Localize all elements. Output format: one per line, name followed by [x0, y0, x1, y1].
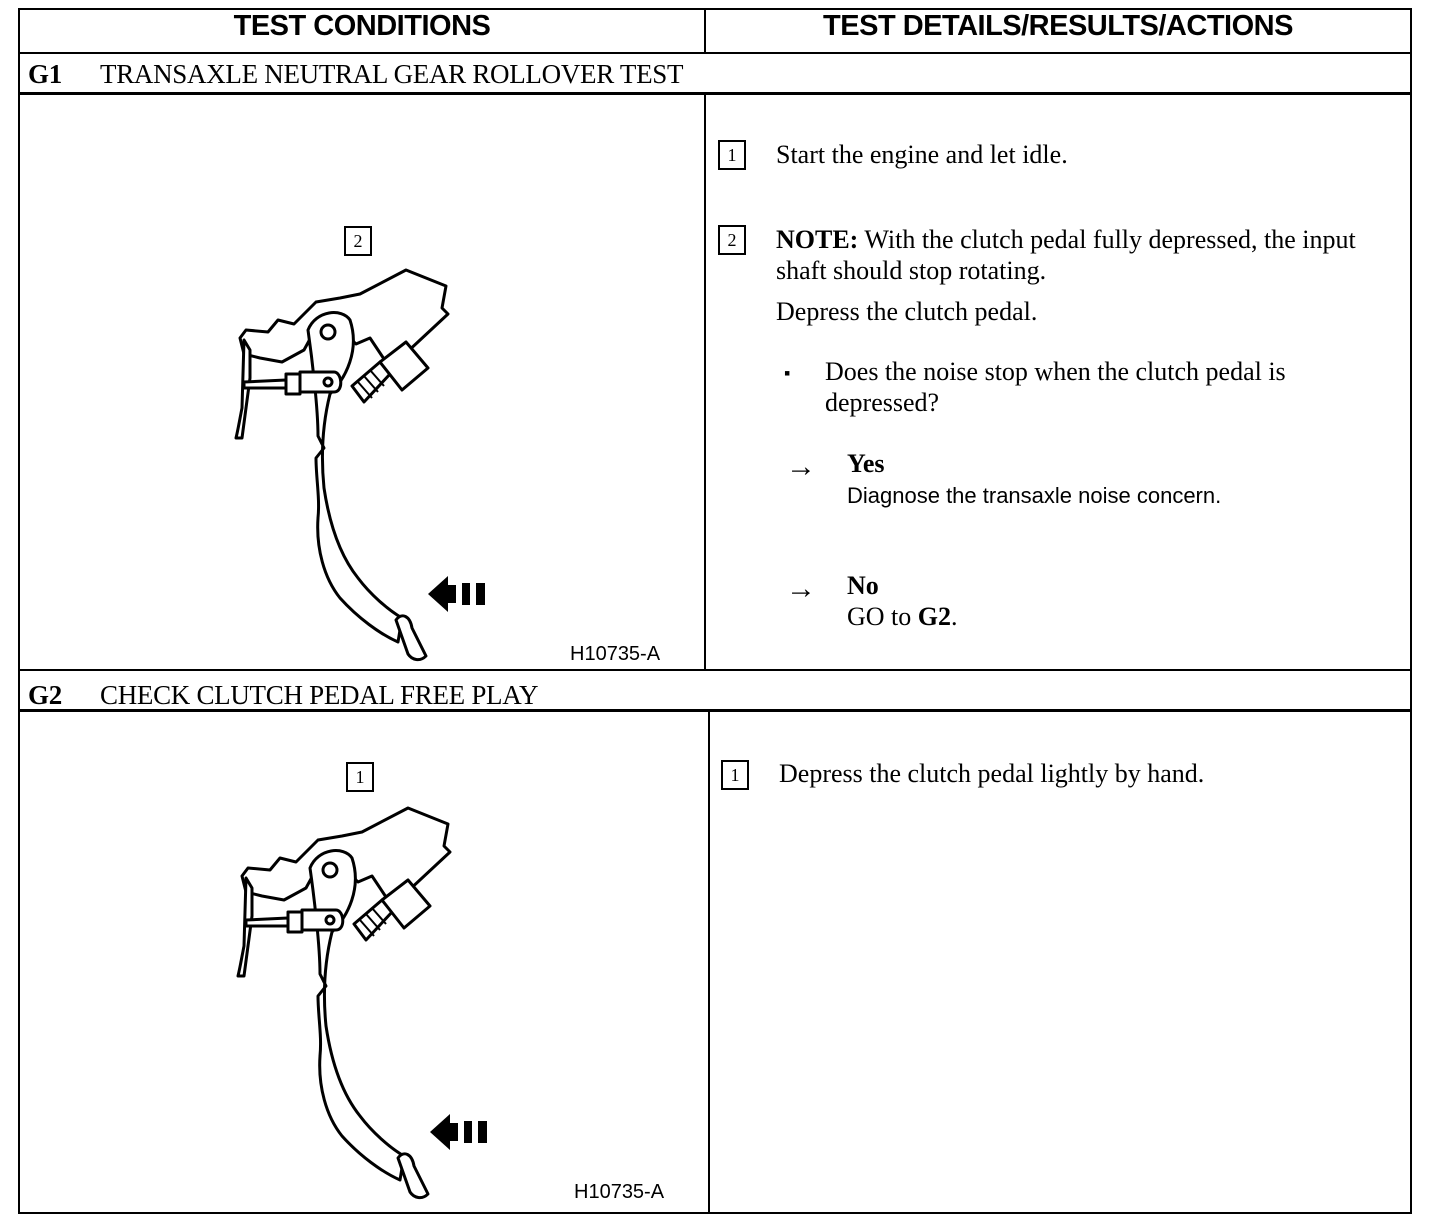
clevis — [298, 370, 343, 394]
g2-figure-step-badge: 1 — [346, 762, 374, 792]
yes-label: Yes — [847, 449, 885, 478]
g1-step-1-text: Start the engine and let idle. — [776, 140, 1068, 169]
pushrod-nut — [286, 910, 304, 934]
clutch-pedal-illustration — [234, 268, 485, 662]
direction-arrow-icon — [428, 576, 485, 612]
g1-section-title: G1 TRANSAXLE NEUTRAL GEAR ROLLOVER TEST — [28, 59, 683, 90]
g1-id: G1 — [28, 59, 62, 89]
g1-column-divider — [704, 94, 706, 670]
g2-step-1-text: Depress the clutch pedal lightly by hand… — [779, 759, 1205, 788]
pushrod — [242, 378, 288, 390]
yes-text: Diagnose the transaxle noise concern. — [847, 483, 1222, 508]
goto-g2-link[interactable]: G2 — [917, 602, 952, 631]
pedal-pad — [394, 614, 428, 662]
no-label: No — [847, 571, 879, 600]
clevis-pin — [324, 914, 336, 926]
clevis-pin — [322, 376, 334, 388]
g1-figure-step-badge: 2 — [344, 226, 372, 256]
g2-step-1-badge: 1 — [721, 760, 749, 790]
g1-title-rule — [18, 92, 1412, 95]
note-label: NOTE: — [776, 225, 859, 254]
pivot-hole — [321, 861, 339, 879]
g1-step-2-note: NOTE: With the clutch pedal fully depres… — [776, 224, 1396, 286]
column-header-test-details: TEST DETAILS/RESULTS/ACTIONS — [823, 10, 1293, 42]
no-arrow-icon: → — [786, 572, 816, 605]
column-header-test-conditions: TEST CONDITIONS — [233, 10, 491, 42]
g2-id: G2 — [28, 680, 62, 710]
procedure-table — [18, 8, 1412, 1214]
switch-body — [380, 878, 432, 930]
g1-step-2-action: Depress the clutch pedal. — [776, 297, 1038, 326]
g1-step-2-badge: 2 — [718, 225, 746, 255]
header-rule — [18, 52, 1412, 54]
switch-body — [378, 340, 430, 392]
pivot-hole — [319, 323, 337, 341]
g1-bottom-rule — [18, 669, 1412, 671]
pushrod-nut — [284, 372, 302, 396]
g1-figure-label: H10735-A — [570, 643, 661, 665]
g1-step-1-badge: 1 — [718, 140, 746, 170]
g2-figure-label: H10735-A — [574, 1181, 665, 1203]
g1-title: TRANSAXLE NEUTRAL GEAR ROLLOVER TEST — [100, 59, 684, 89]
clutch-pedal-illustration-2 — [236, 806, 487, 1200]
g2-column-divider — [708, 712, 710, 1212]
clevis — [300, 908, 345, 932]
note-text: With the clutch pedal fully depressed, t… — [776, 225, 1356, 285]
yes-arrow-icon: → — [786, 450, 816, 483]
g2-title-rule — [18, 709, 1412, 712]
pushrod — [244, 916, 290, 928]
g1-question: Does the noise stop when the clutch peda… — [825, 357, 1286, 417]
header-divider — [704, 8, 706, 52]
g2-section-title: G2 CHECK CLUTCH PEDAL FREE PLAY — [28, 680, 538, 711]
g2-title: CHECK CLUTCH PEDAL FREE PLAY — [100, 680, 539, 710]
direction-arrow-icon — [430, 1114, 487, 1150]
no-text: GO to G2. — [847, 602, 958, 631]
pedal-pad — [396, 1152, 430, 1200]
bullet-icon: ▪ — [784, 363, 791, 383]
pedal-arm — [306, 311, 404, 644]
pedal-arm — [308, 849, 406, 1182]
